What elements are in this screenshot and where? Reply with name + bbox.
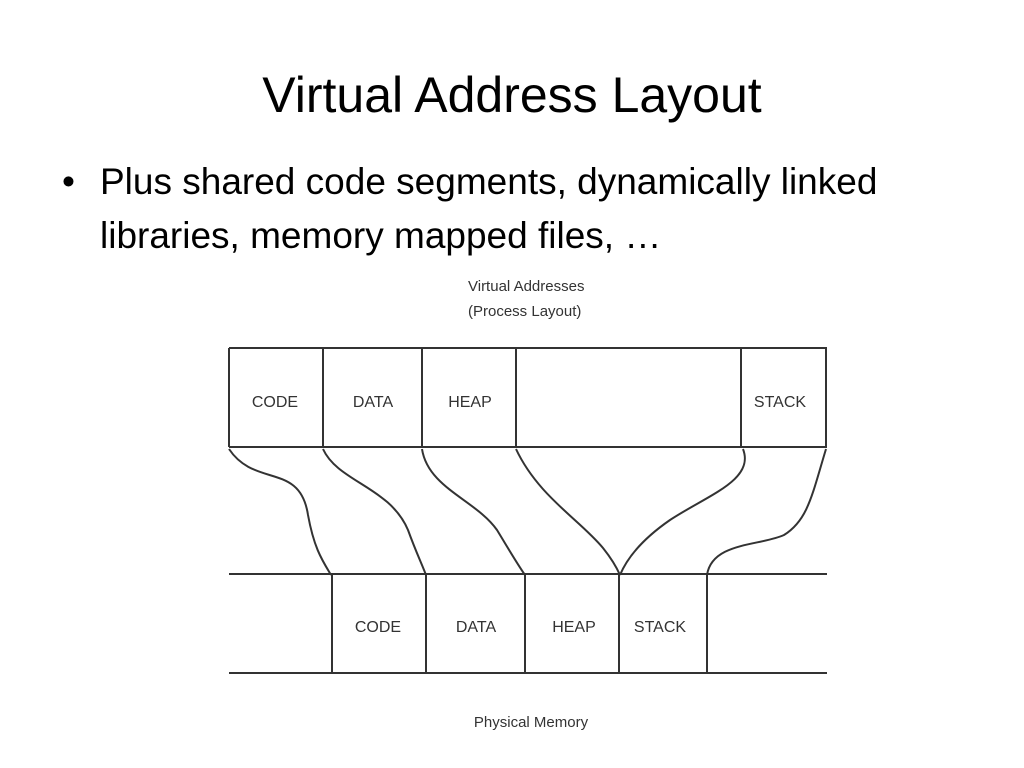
physical-segment-code: CODE bbox=[355, 619, 401, 636]
mapping-line-code-data-boundary bbox=[322, 448, 427, 576]
mapping-lines bbox=[228, 448, 827, 576]
physical-segment-heap: HEAP bbox=[552, 619, 596, 636]
bullet-item: Plus shared code segments, dynamically l… bbox=[100, 161, 878, 256]
bullet-marker: • bbox=[62, 161, 75, 202]
mapping-line-heap-right bbox=[515, 448, 621, 576]
virtual-caption-line2: (Process Layout) bbox=[468, 303, 581, 320]
physical-caption: Physical Memory bbox=[474, 714, 589, 731]
slide-title: Virtual Address Layout bbox=[262, 67, 762, 123]
physical-segment-stack: STACK bbox=[634, 619, 686, 636]
physical-segment-data: DATA bbox=[456, 619, 497, 636]
mapping-line-code-left bbox=[228, 448, 332, 576]
virtual-segment-code: CODE bbox=[252, 394, 298, 411]
mapping-line-data-heap-boundary bbox=[421, 448, 526, 576]
virtual-segment-heap: HEAP bbox=[448, 394, 492, 411]
virtual-segment-stack: STACK bbox=[754, 394, 806, 411]
physical-memory-row: CODE DATA HEAP STACK bbox=[229, 573, 827, 674]
mapping-line-stack-right bbox=[706, 448, 827, 576]
virtual-caption-line1: Virtual Addresses bbox=[468, 278, 584, 295]
virtual-segment-data: DATA bbox=[353, 394, 394, 411]
virtual-address-row: CODE DATA HEAP STACK bbox=[228, 347, 827, 448]
mapping-line-stack-left bbox=[619, 448, 746, 576]
